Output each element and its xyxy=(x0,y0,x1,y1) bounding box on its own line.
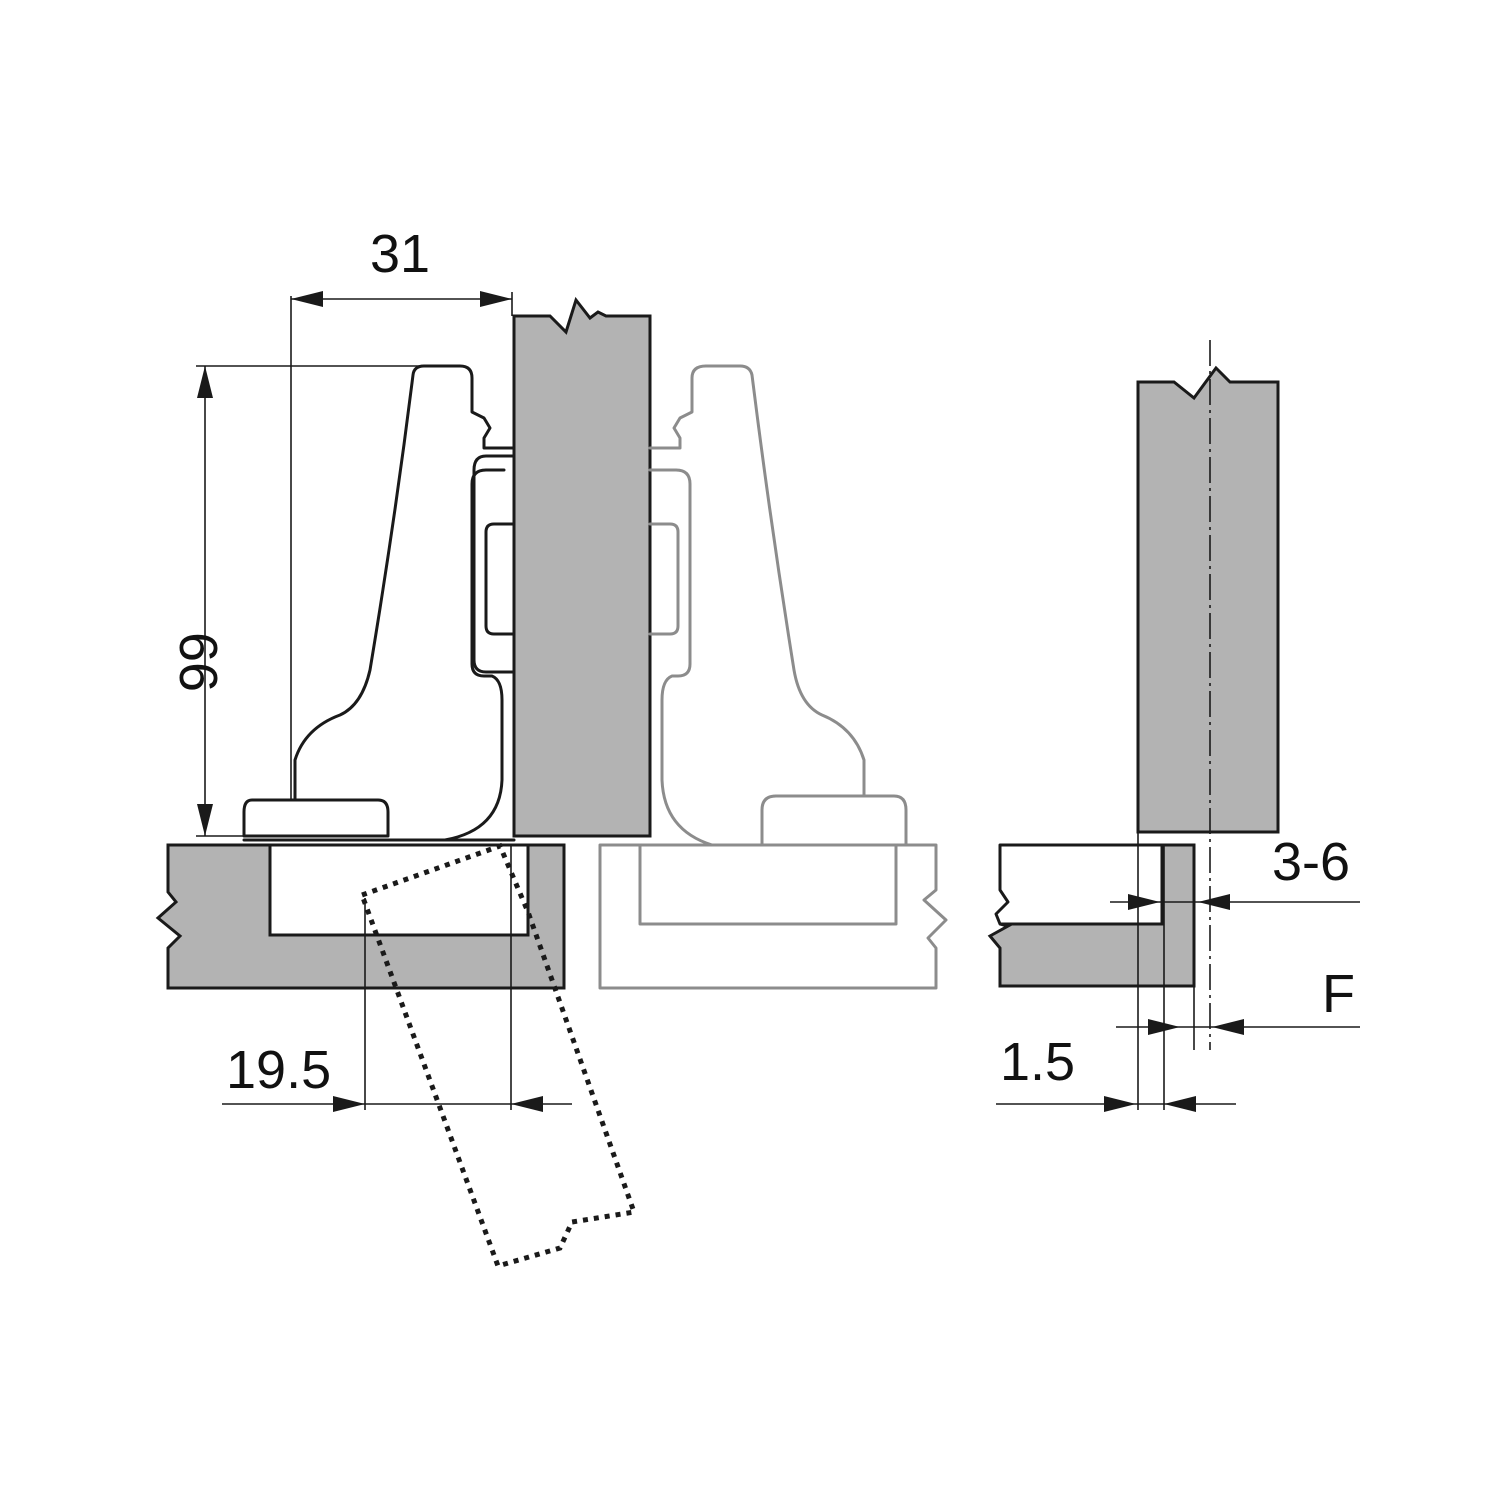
ghost-cabinet-panel xyxy=(598,843,948,990)
hinge-arm xyxy=(293,364,516,842)
dimension-3-6-label: 3-6 xyxy=(1272,832,1350,892)
dimension-19-5: 19.5 xyxy=(222,845,572,1112)
dimension-31-label: 31 xyxy=(370,224,430,284)
dimension-F: F xyxy=(1116,845,1360,1110)
dimension-3-6: 3-6 xyxy=(1110,832,1360,910)
closed-hinge-view: 31 66 19.5 xyxy=(155,224,652,1270)
door-panel xyxy=(512,296,652,838)
mounting-plate xyxy=(242,798,390,838)
dimension-1-5-label: 1.5 xyxy=(1000,1032,1075,1092)
dimension-66-label: 66 xyxy=(168,632,228,692)
dimension-F-label: F xyxy=(1322,964,1355,1024)
detail-door-panel xyxy=(1136,365,1280,834)
dimension-31: 31 xyxy=(290,224,513,800)
dimension-66: 66 xyxy=(168,365,424,837)
door-open-position xyxy=(358,842,638,1270)
overlay-detail-view: 3-6 F 1.5 xyxy=(987,340,1360,1112)
dimension-1-5: 1.5 xyxy=(996,832,1236,1112)
hinge-cup-body xyxy=(472,454,516,674)
hinge-cup-window xyxy=(484,522,516,636)
dimension-19-5-label: 19.5 xyxy=(226,1040,331,1100)
ghost-hinge-view xyxy=(598,364,948,990)
cup-recess xyxy=(268,843,530,937)
ghost-hinge-arm xyxy=(648,364,908,847)
detail-cabinet-panel xyxy=(987,843,1196,988)
